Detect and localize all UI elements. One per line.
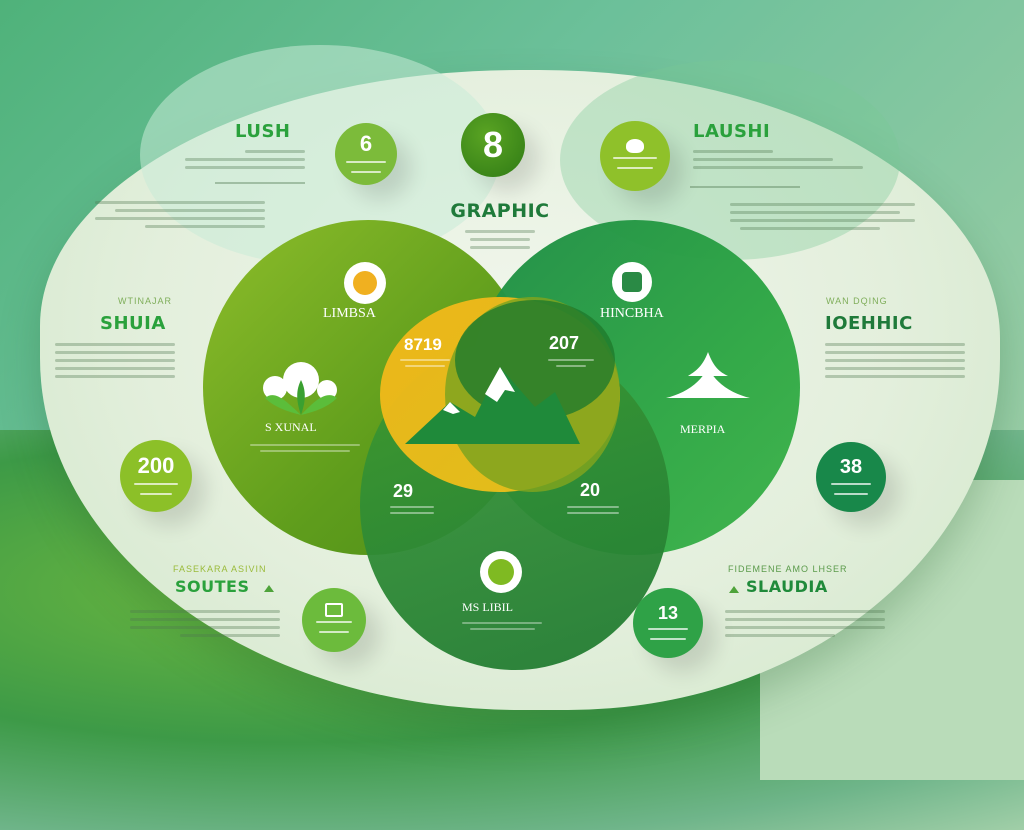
venn-overlap-center [455, 300, 615, 420]
venn-bottom-label: MS LIBIL [462, 600, 513, 614]
section-heading-slaudia: SLAUDIA [746, 577, 828, 596]
badge-sprout [600, 121, 670, 191]
lush-paragraph [95, 196, 265, 233]
badge-soutes [302, 588, 366, 652]
soutes-kicker: FASEKARA ASIVIN [173, 564, 267, 574]
triangle-icon [729, 586, 739, 593]
chat-icon [325, 603, 343, 617]
badge-13-value: 13 [657, 602, 679, 623]
section-heading-laushi: LAUSHI [693, 121, 771, 142]
section-heading-ioehhic: IOEHHIC [825, 313, 913, 334]
coin-icon [353, 271, 377, 295]
divider [215, 182, 305, 184]
overlap-value-top-right: 207 [549, 333, 580, 353]
overlap-value-bottom-right: 20 [580, 480, 601, 500]
title-caption [460, 225, 540, 254]
page-title: GRAPHIC [450, 200, 550, 222]
venn-right-label: HINCBHA [600, 306, 664, 321]
venn-bottom-caption [462, 618, 542, 634]
ioehhic-paragraph [825, 338, 965, 383]
top-badge-value: 8 [482, 124, 504, 165]
venn-right-sublabel: MERPIA [680, 422, 726, 436]
badge-38-value: 38 [839, 455, 863, 478]
overlap-value-bottom-left: 29 [393, 481, 414, 501]
venn-left-icon-circle [344, 262, 386, 304]
book-icon [622, 272, 642, 292]
lush-description [185, 145, 305, 174]
overlap-value-top-left: 8719 [404, 335, 442, 354]
ioehhic-kicker: WAN DQING [826, 296, 888, 306]
overlap-caption [400, 355, 450, 371]
badge-six: 6 [335, 123, 397, 185]
laushi-description [693, 145, 863, 174]
overlap-caption [567, 502, 619, 518]
badge-six-value: 6 [359, 131, 373, 156]
badge-38: 38 [816, 442, 886, 512]
overlap-caption [548, 355, 594, 371]
top-badge: 8 [461, 113, 525, 177]
venn-bottom-icon-circle [480, 551, 522, 593]
section-heading-lush: LUSH [235, 121, 291, 142]
shuia-paragraph [55, 338, 175, 383]
venn-left-label: LIMBSA [323, 306, 376, 321]
divider [690, 186, 800, 188]
shuia-kicker: WTINAJAR [118, 296, 172, 306]
overlap-caption [390, 502, 434, 518]
section-heading-soutes: SOUTES [175, 577, 250, 596]
section-heading-shuia: SHUIA [100, 313, 166, 334]
badge-200-value: 200 [137, 453, 175, 478]
leaf-icon [263, 362, 337, 415]
badge-200: 200 [120, 440, 192, 512]
slaudia-kicker: FIDEMENE AMO LHSER [728, 564, 848, 574]
swirl-icon [488, 559, 514, 585]
badge-13: 13 [633, 588, 703, 658]
slaudia-paragraph [725, 605, 885, 642]
triangle-icon [264, 585, 274, 592]
mountain-icon [405, 367, 580, 444]
venn-left-sublabel: S XUNAL [265, 420, 317, 434]
soutes-paragraph [130, 605, 280, 642]
venn-right-icon-circle [612, 262, 652, 302]
laushi-paragraph [730, 198, 915, 235]
venn-left-caption [250, 440, 360, 456]
tree-icon [666, 352, 750, 398]
sprout-icon [626, 139, 644, 153]
